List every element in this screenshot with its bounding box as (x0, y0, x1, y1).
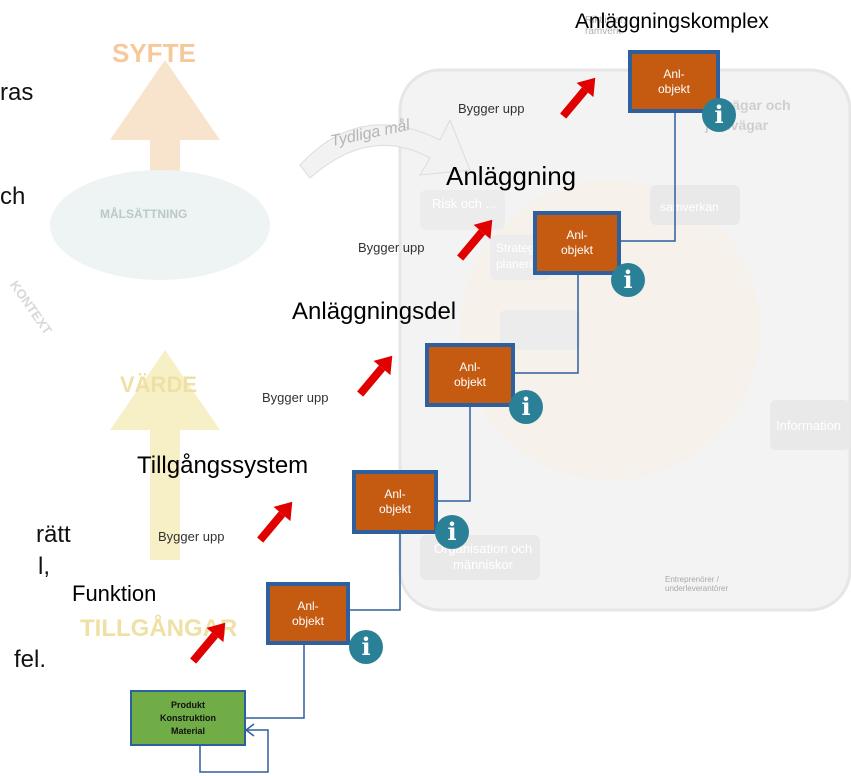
connector-anlaggning-to-komplex (618, 113, 676, 242)
edge-text-5: fel. (14, 646, 47, 673)
red-arrow-5 (560, 77, 596, 119)
edge-text-3: rätt (36, 521, 71, 548)
bg-malsattning: MÅLSÄTTNING (100, 207, 188, 221)
builds-up-label-1: Bygger upp (458, 101, 525, 116)
level-label-anlaggningskomplex: Anläggningskomplex (575, 10, 769, 33)
connector-product-to-funktion (246, 645, 305, 719)
bg-riktlinjer: Riktlinjer, ramverk (585, 15, 626, 37)
asset-object-label: Anl- objekt (657, 66, 691, 96)
level-label-anlaggning: Anläggning (446, 161, 577, 191)
background-box-information (770, 400, 850, 450)
red-arrow-2 (257, 501, 293, 543)
level-label-tillgangssystem: Tillgångssystem (137, 452, 309, 479)
builds-up-label-2: Bygger upp (358, 240, 425, 255)
product-construction-material-box[interactable]: Produkt Konstruktion Material (130, 690, 246, 746)
connector-tillgang-to-del (436, 407, 471, 502)
asset-object-anlaggningskomplex[interactable]: Anl- objekt (628, 50, 720, 113)
connector-product-loop (199, 723, 269, 773)
asset-object-label: Anl- objekt (378, 487, 412, 516)
product-label: Produkt Konstruktion Material (160, 699, 216, 736)
asset-object-label: Anl- objekt (453, 360, 487, 389)
asset-object-label: Anl- objekt (560, 228, 594, 257)
info-icon-funktion[interactable]: i (349, 630, 383, 664)
background-target-circle (50, 170, 270, 280)
bg-risk: Risk och ... (432, 196, 497, 211)
background-arrow-up-bottom (110, 350, 220, 560)
level-label-anlaggningsdel: Anläggningsdel (292, 298, 457, 325)
info-icon-tillgangssystem[interactable]: i (435, 515, 469, 549)
red-arrow-1 (190, 622, 226, 664)
connector-funktion-to-tillgang (346, 534, 401, 611)
edge-text-4: l, (38, 553, 50, 580)
asset-object-anlaggning[interactable]: Anl- objekt (533, 211, 621, 275)
background-curved-arrow (299, 118, 471, 179)
builds-up-label-4: Bygger upp (158, 529, 225, 544)
info-icon-anlaggningskomplex[interactable]: i (702, 98, 736, 132)
info-icon-anlaggningsdel[interactable]: i (509, 390, 543, 424)
red-arrow-4 (457, 219, 493, 261)
bg-varde: VÄRDE (120, 372, 198, 397)
edge-text-1: ras (0, 79, 34, 106)
edge-text-2: ch (0, 183, 26, 210)
bg-entreprenorer: Entreprenörer / underleverantörer (665, 575, 729, 593)
bg-syfte: SYFTE (112, 38, 196, 68)
connector-del-to-anlaggning (510, 275, 579, 374)
builds-up-label-3: Bygger upp (262, 390, 329, 405)
red-arrow-3 (357, 355, 393, 397)
bg-information: Information (776, 418, 842, 433)
info-icon-anlaggning[interactable]: i (611, 263, 645, 297)
level-label-funktion: Funktion (72, 581, 157, 606)
asset-object-label: Anl- objekt (291, 598, 325, 628)
asset-object-funktion[interactable]: Anl- objekt (266, 582, 350, 645)
background-arrow-up-top (110, 60, 220, 260)
background-box-genomfora (500, 310, 580, 350)
asset-object-anlaggningsdel[interactable]: Anl- objekt (425, 343, 515, 407)
background-box-risk (420, 190, 505, 230)
asset-object-tillgangssystem[interactable]: Anl- objekt (352, 470, 438, 534)
background-box-samverkan (650, 185, 740, 225)
